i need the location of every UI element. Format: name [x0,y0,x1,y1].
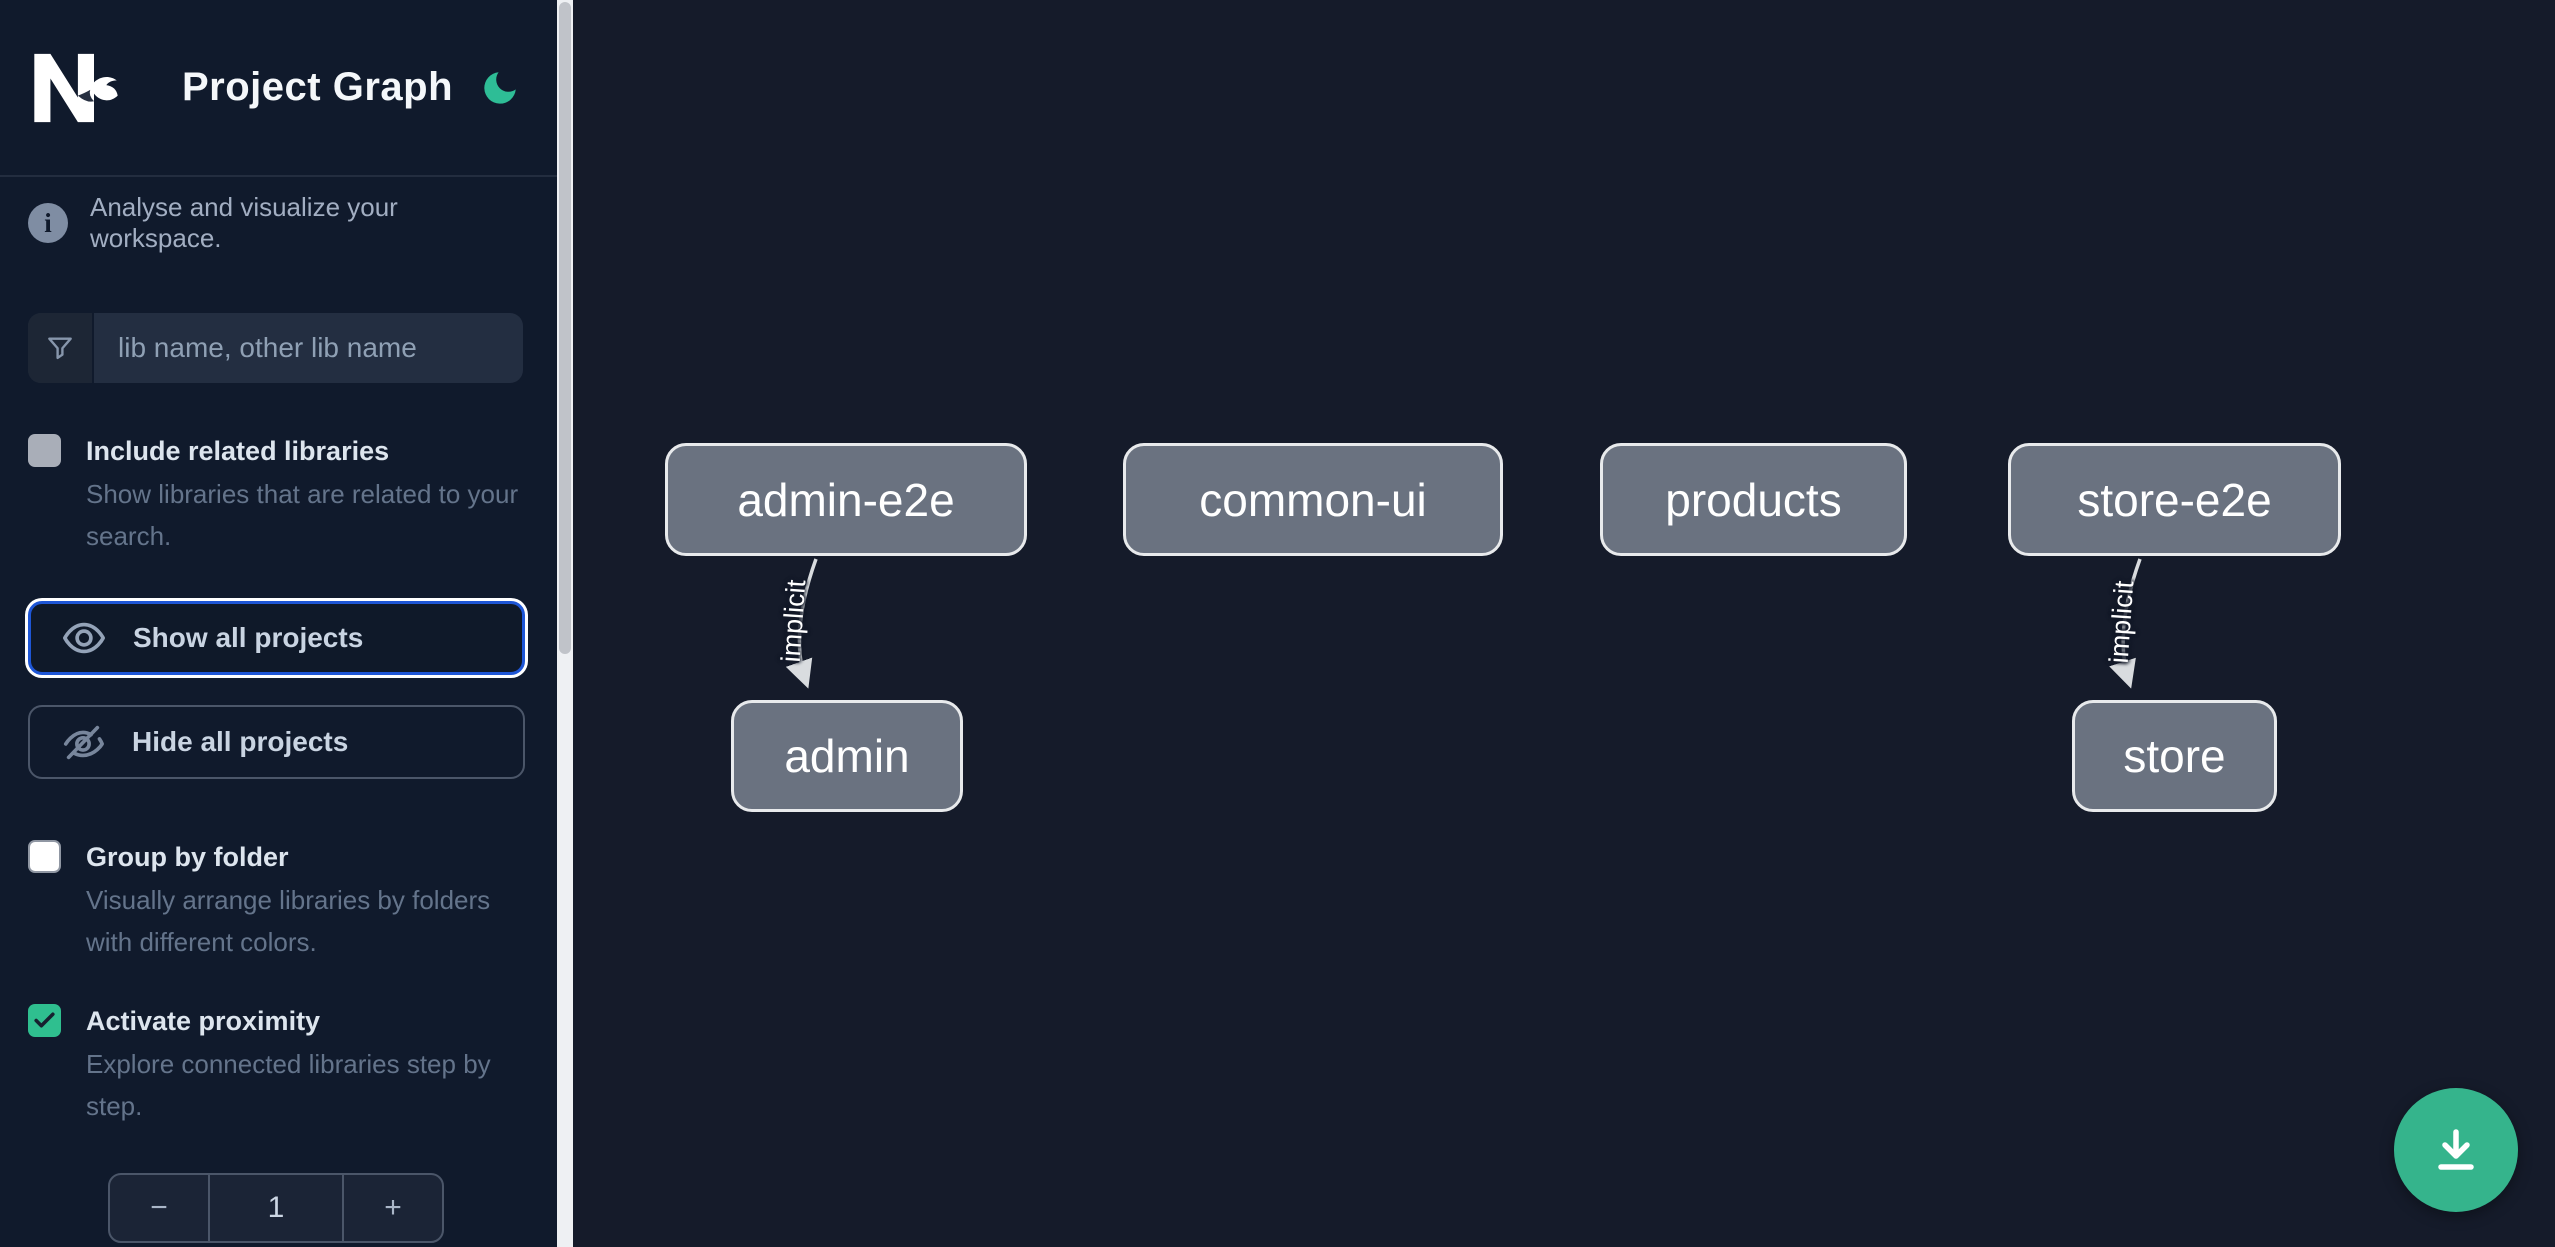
node-label: store [2123,730,2226,782]
node-label: admin [784,730,910,782]
graph-node-products[interactable]: products [1600,443,1907,556]
graph-canvas[interactable]: admin-e2e common-ui products store-e2e a… [573,0,2555,1247]
graph-node-store[interactable]: store [2072,700,2277,812]
page-title: Project Graph [182,65,454,109]
graph-edges [785,558,2142,689]
option-activate-proximity: Activate proximity Explore connected lib… [0,999,557,1127]
proximity-depth-stepper: − 1 + [108,1173,444,1243]
sidebar: Project Graph i Analyse and visualize yo… [0,0,557,1247]
node-label: common-ui [1199,473,1427,526]
eye-off-icon [63,725,104,760]
option-label: Include related libraries [86,436,390,466]
edge-label-implicit: implicit [2103,579,2140,665]
option-description: Explore connected libraries step by step… [86,1049,491,1121]
theme-toggle-moon-icon[interactable] [479,67,521,109]
graph-node-admin[interactable]: admin [731,700,963,812]
decrement-button[interactable]: − [110,1175,208,1241]
option-group-by-folder: Group by folder Visually arrange librari… [0,835,557,963]
download-image-button[interactable] [2394,1088,2518,1212]
option-label: Group by folder [86,842,289,872]
graph-node-store-e2e[interactable]: store-e2e [2008,443,2341,556]
search-input[interactable] [94,313,523,383]
option-include-related-libraries: Include related libraries Show libraries… [0,429,557,557]
activate-proximity-checkbox[interactable] [28,1004,61,1037]
checkmark-icon [34,1012,55,1028]
option-description: Show libraries that are related to your … [86,479,519,551]
stepper-value: 1 [208,1175,344,1241]
sidebar-header: Project Graph [0,0,557,177]
filter-funnel-icon [28,313,94,383]
eye-icon [63,622,105,654]
sidebar-scrollbar[interactable] [557,0,573,1247]
option-description: Visually arrange libraries by folders wi… [86,885,491,957]
edge-label-implicit: implicit [775,578,812,664]
intro-row: i Analyse and visualize your workspace. [0,192,557,253]
graph-node-common-ui[interactable]: common-ui [1123,443,1503,556]
edge-admin-e2e-to-admin[interactable] [785,558,818,689]
node-label: products [1665,473,1842,526]
edge-store-e2e-to-store[interactable] [2109,558,2142,689]
search-bar [28,313,523,383]
option-label: Activate proximity [86,1006,321,1036]
nx-logo [34,53,118,122]
increment-button[interactable]: + [344,1175,442,1241]
info-icon: i [28,203,68,243]
download-icon [2438,1129,2474,1170]
sidebar-scrollbar-thumb[interactable] [559,2,571,654]
intro-text: Analyse and visualize your workspace. [90,192,398,253]
hide-all-projects-button[interactable]: Hide all projects [28,705,525,779]
hide-all-projects-label: Hide all projects [132,726,349,757]
node-label: admin-e2e [737,473,955,526]
group-by-folder-checkbox[interactable] [28,840,61,873]
show-all-projects-label: Show all projects [133,622,364,653]
node-label: store-e2e [2077,473,2272,526]
include-related-checkbox[interactable] [28,434,61,467]
graph-node-admin-e2e[interactable]: admin-e2e [665,443,1027,556]
show-all-projects-button[interactable]: Show all projects [28,601,525,675]
